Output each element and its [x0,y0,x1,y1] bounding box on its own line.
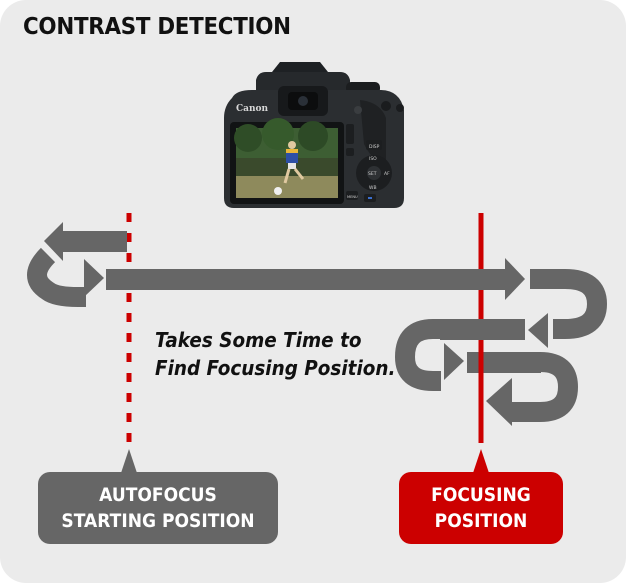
menu-button-label: MENU [347,195,358,199]
focus-callout-line-1: FOCUSING [431,484,531,506]
overshoot-u-turn-1 [530,269,608,339]
initial-left-arrow [44,222,127,261]
camera-brand: Canon [236,104,269,114]
start-callout-line-1: AUTOFOCUS [99,484,217,506]
autofocus-starting-position-callout: AUTOFOCUS STARTING POSITION [38,472,278,544]
forward-right-bar [467,352,541,373]
diagram-title: CONTRAST DETECTION [23,14,291,40]
focus-callout-pointer [473,449,489,473]
wb-button-label: WB [369,185,377,191]
disp-button-label: DISP [369,144,380,150]
caption-text: Takes Some Time to Find Focusing Positio… [155,326,395,382]
camera-image: Canon DISP ISO SET AF WB MENU [224,62,404,208]
iso-button-label: ISO [369,156,377,162]
focusing-position-callout: FOCUSING POSITION [399,472,563,544]
af-button-label: AF [384,171,390,177]
caption-line-1: Takes Some Time to [155,328,362,352]
caption-line-2: Find Focusing Position. [155,356,396,380]
overshoot-u-turn-2 [512,352,579,422]
start-callout-pointer [121,449,137,473]
focus-callout-line-2: POSITION [434,510,528,532]
start-callout-line-2: STARTING POSITION [61,510,255,532]
set-button-label: SET [368,171,377,177]
s-loop-curve [394,319,445,391]
main-right-arrow [106,258,525,300]
initial-u-turn [27,247,86,307]
